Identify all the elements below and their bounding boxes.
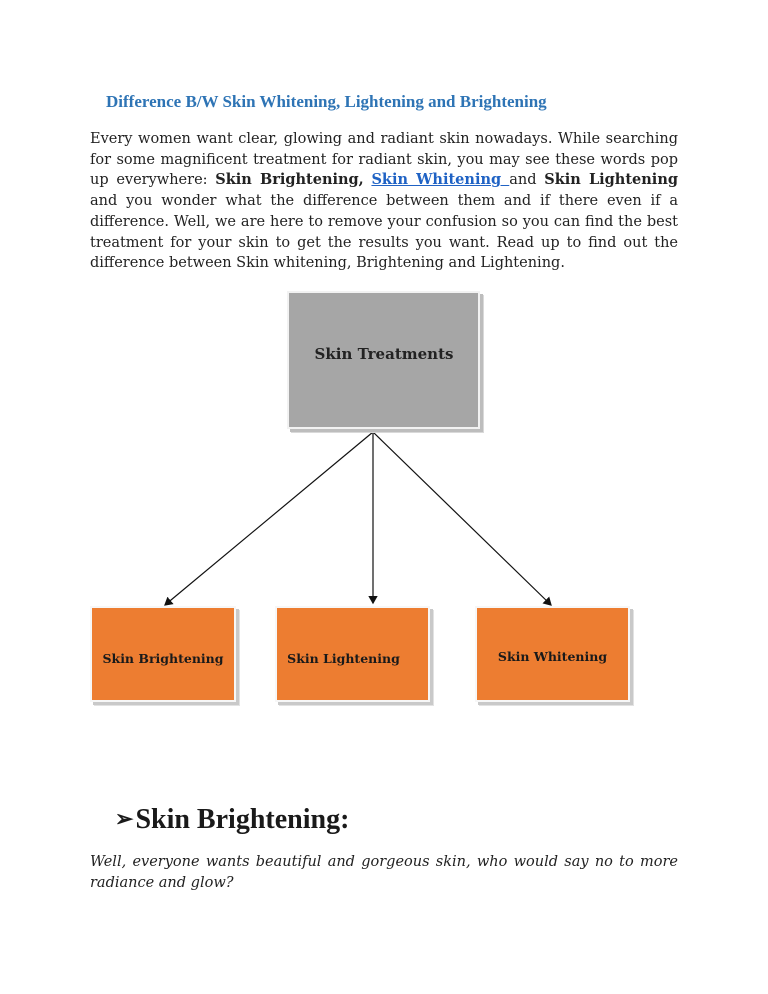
- skin-whitening-box: Skin Whitening: [475, 606, 630, 702]
- intro-text-1: Every women want clear, glowing and radi…: [90, 131, 678, 189]
- section-heading-text: Skin Brightening:: [135, 804, 350, 835]
- section-heading: ➢Skin Brightening:: [115, 804, 349, 836]
- intro-text-3: and you wonder what the difference betwe…: [90, 193, 678, 272]
- document-title: Difference B/W Skin Whitening, Lightenin…: [106, 92, 547, 111]
- skin-treatments-box: Skin Treatments: [287, 291, 480, 429]
- section-paragraph: Well, everyone wants beautiful and gorge…: [90, 854, 678, 891]
- intro-bold-brightening: Skin Brightening,: [215, 171, 364, 189]
- skin-brightening-label: Skin Brightening: [102, 651, 224, 666]
- connector-whitening: [372, 431, 552, 606]
- skin-brightening-box: Skin Brightening: [90, 606, 236, 702]
- skin-lightening-label: Skin Lightening: [287, 651, 400, 666]
- skin-whitening-label: Skin Whitening: [497, 649, 608, 664]
- arrow-bullet-icon: ➢: [115, 806, 134, 831]
- intro-paragraph: Every women want clear, glowing and radi…: [90, 129, 678, 274]
- connector-brightening: [164, 431, 374, 606]
- intro-text-2: and: [509, 172, 545, 189]
- intro-bold-lightening: Skin Lightening: [544, 171, 678, 189]
- skin-treatments-label: Skin Treatments: [314, 345, 454, 363]
- skin-lightening-box: Skin Lightening: [275, 606, 430, 702]
- skin-whitening-link[interactable]: Skin Whitening: [371, 171, 510, 189]
